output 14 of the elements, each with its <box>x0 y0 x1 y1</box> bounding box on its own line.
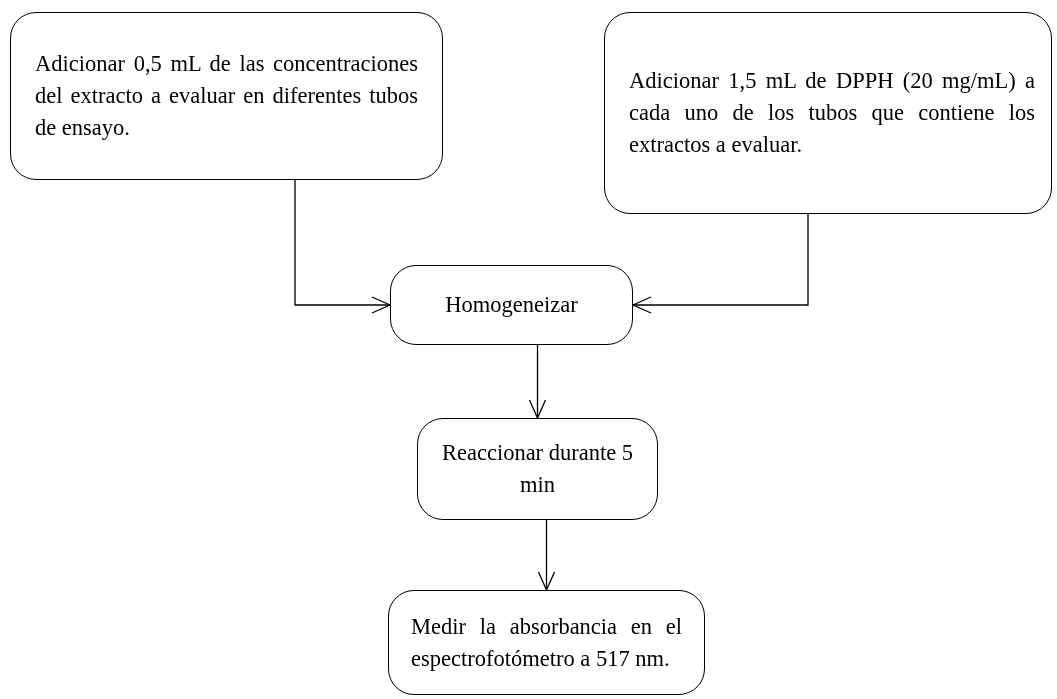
step-text: Homogeneizar <box>444 291 579 319</box>
arrow <box>632 213 809 314</box>
step-text: Adicionar 1,5 mL de DPPH (20 mg/mL) a cada uno de los tubos que contiene los extractos a evaluar. <box>629 67 1035 159</box>
process-box <box>390 265 633 345</box>
step-text: Medir la absorbancia en el espectrofotómetro a 517 nm. <box>411 612 682 673</box>
process-box <box>388 590 705 695</box>
arrow <box>537 519 556 591</box>
process-box <box>10 12 443 180</box>
step-text: Reaccionar durante 5 min <box>440 439 635 499</box>
process-box <box>604 12 1052 214</box>
arrow <box>528 344 547 419</box>
arrow <box>294 179 391 314</box>
process-box <box>417 418 658 520</box>
step-text: Adicionar 0,5 mL de las concentraciones del extracto a evaluar en diferentes tubos de ensayo. <box>35 50 418 142</box>
